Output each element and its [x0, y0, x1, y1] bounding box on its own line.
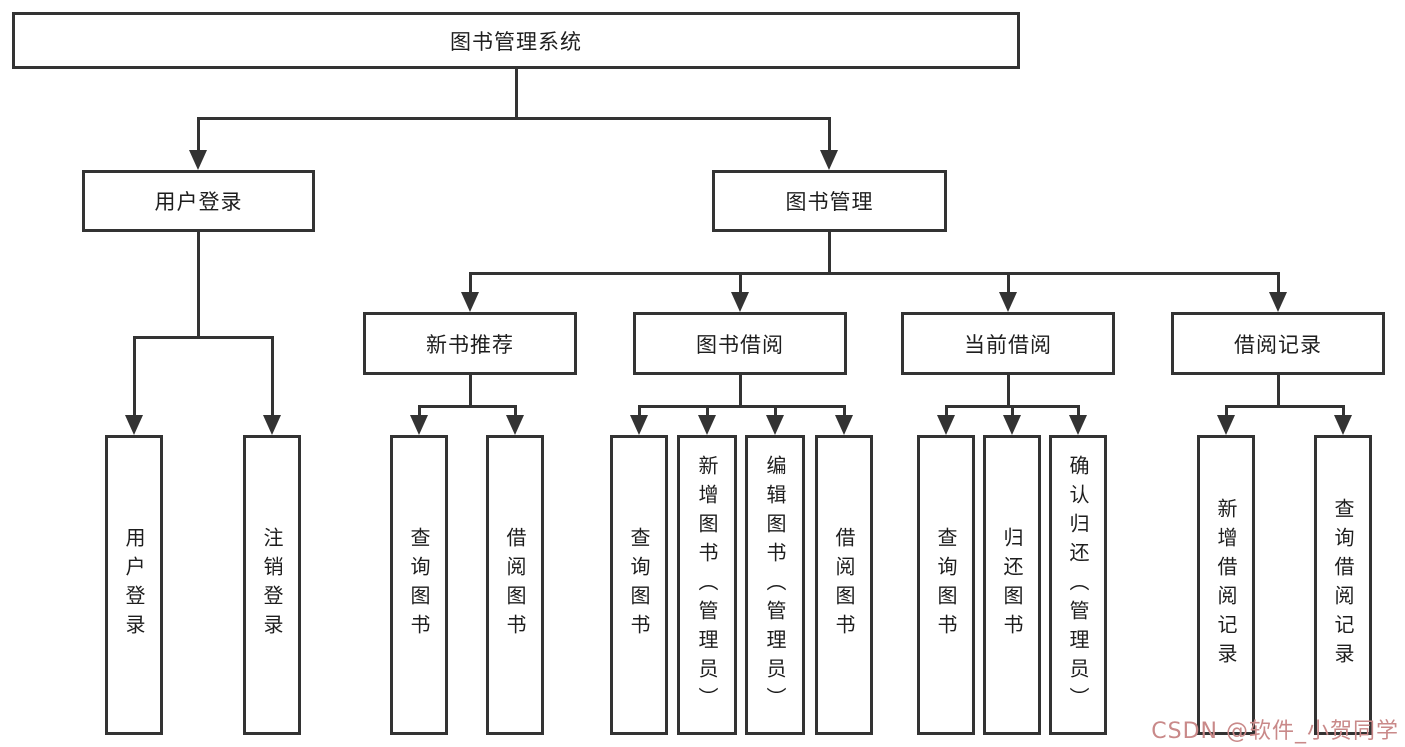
arrow-down-leaf — [835, 415, 853, 435]
connector-level2-branch — [197, 117, 831, 120]
leaf-logout-login: 注销登录 — [243, 435, 301, 735]
node-borrow-records-label: 借阅记录 — [1234, 332, 1322, 357]
arrow-down-leaf — [937, 415, 955, 435]
arrow-down-leaf — [410, 415, 428, 435]
leaf-query-borrow-record-label: 查询借阅记录 — [1331, 498, 1355, 672]
connector-borrow-records-down — [1277, 375, 1280, 408]
connector-to-user-login — [197, 117, 200, 151]
node-current-borrow: 当前借阅 — [901, 312, 1115, 375]
leaf-query-books-borrow: 查询图书 — [610, 435, 668, 735]
leaf-user-login-label: 用户登录 — [122, 527, 146, 643]
leaf-query-books-recommend-label: 查询图书 — [407, 527, 431, 643]
connector-stub — [706, 405, 709, 417]
connector-new-book-recommend-branch — [418, 405, 517, 408]
leaf-borrow-books: 借阅图书 — [815, 435, 873, 735]
arrow-down-new-book-recommend — [461, 292, 479, 312]
connector-to-book-management — [828, 117, 831, 151]
arrow-down-leaf — [1217, 415, 1235, 435]
leaf-add-books-admin-label: 新增图书（管理员） — [695, 454, 719, 716]
arrow-down-book-borrow — [731, 292, 749, 312]
arrow-down-leaf — [1003, 415, 1021, 435]
arrow-down-leaf — [698, 415, 716, 435]
connector-stub — [1011, 405, 1014, 417]
leaf-query-books-current-label: 查询图书 — [934, 527, 958, 643]
leaf-borrow-books-recommend-label: 借阅图书 — [503, 527, 527, 643]
node-library-system-label: 图书管理系统 — [450, 29, 582, 54]
connector-book-management-down — [828, 232, 831, 275]
connector-current-borrow-down — [1007, 375, 1010, 408]
arrow-down-current-borrow — [999, 292, 1017, 312]
connector-new-book-recommend-down — [469, 375, 472, 408]
arrow-down-book-management — [820, 150, 838, 170]
leaf-query-books-recommend: 查询图书 — [390, 435, 448, 735]
node-borrow-records: 借阅记录 — [1171, 312, 1385, 375]
node-book-borrow-label: 图书借阅 — [696, 332, 784, 357]
arrow-down-leaf — [1069, 415, 1087, 435]
node-book-borrow: 图书借阅 — [633, 312, 847, 375]
leaf-add-borrow-record-label: 新增借阅记录 — [1214, 498, 1238, 672]
connector-stub — [843, 405, 846, 417]
arrow-down-user-login — [189, 150, 207, 170]
arrow-down-leaf — [506, 415, 524, 435]
connector-stub — [418, 405, 421, 417]
connector-stub — [774, 405, 777, 417]
connector-user-login-down — [197, 232, 200, 339]
arrow-down-leaf-user-login — [125, 415, 143, 435]
node-user-login-label: 用户登录 — [154, 190, 243, 214]
node-library-system: 图书管理系统 — [12, 12, 1020, 69]
leaf-confirm-return-admin-label: 确认归还（管理员） — [1066, 454, 1090, 716]
connector-user-login-branch — [133, 336, 274, 339]
connector-to-leaf-logout — [271, 336, 274, 416]
connector-stub — [1342, 405, 1345, 417]
leaf-query-books-current: 查询图书 — [917, 435, 975, 735]
leaf-query-borrow-record: 查询借阅记录 — [1314, 435, 1372, 735]
connector-book-borrow-down — [739, 375, 742, 408]
leaf-borrow-books-recommend: 借阅图书 — [486, 435, 544, 735]
leaf-user-login: 用户登录 — [105, 435, 163, 735]
arrow-down-leaf — [1334, 415, 1352, 435]
connector-root-down — [515, 69, 518, 117]
connector-to-current-borrow — [1007, 272, 1010, 293]
node-user-login: 用户登录 — [82, 170, 315, 232]
connector-to-leaf-user-login — [133, 336, 136, 416]
connector-to-book-borrow — [739, 272, 742, 293]
leaf-query-books-borrow-label: 查询图书 — [627, 527, 651, 643]
arrow-down-leaf-logout — [263, 415, 281, 435]
leaf-return-books-label: 归还图书 — [1000, 527, 1024, 643]
connector-to-new-book-recommend — [469, 272, 472, 293]
leaf-add-books-admin: 新增图书（管理员） — [677, 435, 737, 735]
arrow-down-leaf — [766, 415, 784, 435]
connector-level3-branch — [469, 272, 1280, 275]
leaf-edit-books-admin: 编辑图书（管理员） — [745, 435, 805, 735]
csdn-watermark: CSDN @软件_小贺同学 — [1151, 719, 1399, 744]
connector-stub — [638, 405, 641, 417]
leaf-logout-login-label: 注销登录 — [260, 527, 284, 643]
node-current-borrow-label: 当前借阅 — [964, 332, 1052, 357]
connector-to-borrow-records — [1277, 272, 1280, 293]
arrow-down-borrow-records — [1269, 292, 1287, 312]
connector-stub — [514, 405, 517, 417]
node-new-book-recommend: 新书推荐 — [363, 312, 577, 375]
node-new-book-recommend-label: 新书推荐 — [426, 332, 514, 357]
leaf-return-books: 归还图书 — [983, 435, 1041, 735]
leaf-borrow-books-label: 借阅图书 — [832, 527, 856, 643]
leaf-confirm-return-admin: 确认归还（管理员） — [1049, 435, 1107, 735]
leaf-edit-books-admin-label: 编辑图书（管理员） — [763, 454, 787, 716]
node-book-management-label: 图书管理 — [785, 190, 874, 214]
connector-stub — [1077, 405, 1080, 417]
connector-stub — [945, 405, 948, 417]
connector-stub — [1225, 405, 1228, 417]
leaf-add-borrow-record: 新增借阅记录 — [1197, 435, 1255, 735]
connector-borrow-records-branch — [1225, 405, 1345, 408]
node-book-management: 图书管理 — [712, 170, 947, 232]
connector-book-borrow-branch — [638, 405, 846, 408]
arrow-down-leaf — [630, 415, 648, 435]
